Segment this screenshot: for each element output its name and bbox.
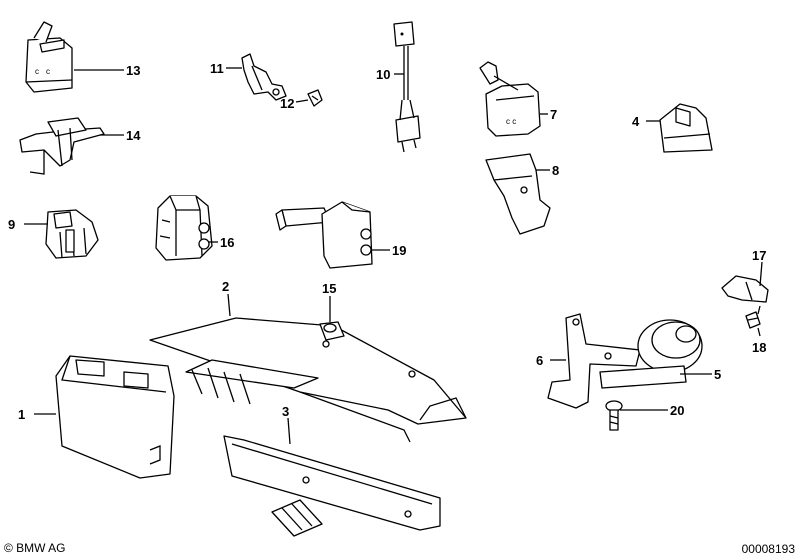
label-15: 15 — [322, 281, 336, 296]
part-16-plug[interactable] — [155, 195, 213, 261]
label-8: 8 — [552, 163, 559, 178]
part-7-switch[interactable]: c c — [479, 61, 541, 137]
part-3-rail[interactable] — [223, 435, 441, 537]
part-2-tray[interactable] — [149, 317, 467, 443]
label-6: 6 — [536, 353, 543, 368]
part-6-bracket[interactable] — [547, 313, 641, 409]
label-13: 13 — [126, 63, 140, 78]
part-20-bolt[interactable] — [605, 400, 623, 431]
part-18-screw[interactable] — [745, 311, 761, 329]
label-7: 7 — [550, 107, 557, 122]
label-19: 19 — [392, 243, 406, 258]
label-3: 3 — [282, 404, 289, 419]
part-15-nut[interactable] — [319, 321, 345, 341]
label-4: 4 — [632, 114, 640, 129]
part-1-control-unit[interactable] — [55, 355, 175, 479]
label-17: 17 — [752, 248, 766, 263]
part-5-horn[interactable] — [599, 319, 703, 389]
label-5: 5 — [714, 367, 721, 382]
copyright-text: © BMW AG — [4, 541, 66, 555]
label-16: 16 — [220, 235, 234, 250]
part-14-clip[interactable] — [19, 117, 105, 175]
part-9-connector[interactable] — [45, 209, 99, 259]
label-11: 11 — [210, 61, 224, 76]
label-12: 12 — [280, 96, 294, 111]
svg-text:c: c — [46, 67, 50, 76]
label-1: 1 — [18, 407, 25, 422]
document-number: 00008193 — [741, 542, 795, 556]
label-18: 18 — [752, 340, 766, 355]
part-12-clip[interactable] — [307, 89, 323, 107]
part-17-bracket[interactable] — [721, 275, 769, 303]
label-9: 9 — [8, 217, 15, 232]
part-8-bracket[interactable] — [485, 153, 551, 235]
label-10: 10 — [376, 67, 390, 82]
part-10-harness[interactable] — [393, 21, 421, 153]
part-4-relay[interactable] — [659, 103, 713, 153]
label-14: 14 — [126, 128, 141, 143]
svg-text:c: c — [35, 67, 39, 76]
label-2: 2 — [222, 279, 229, 294]
label-20: 20 — [670, 403, 684, 418]
part-19-switch[interactable] — [275, 201, 373, 269]
part-11-bracket[interactable] — [241, 53, 287, 101]
part-13-switch[interactable]: c c — [25, 21, 73, 93]
svg-text:c c: c c — [506, 117, 516, 126]
